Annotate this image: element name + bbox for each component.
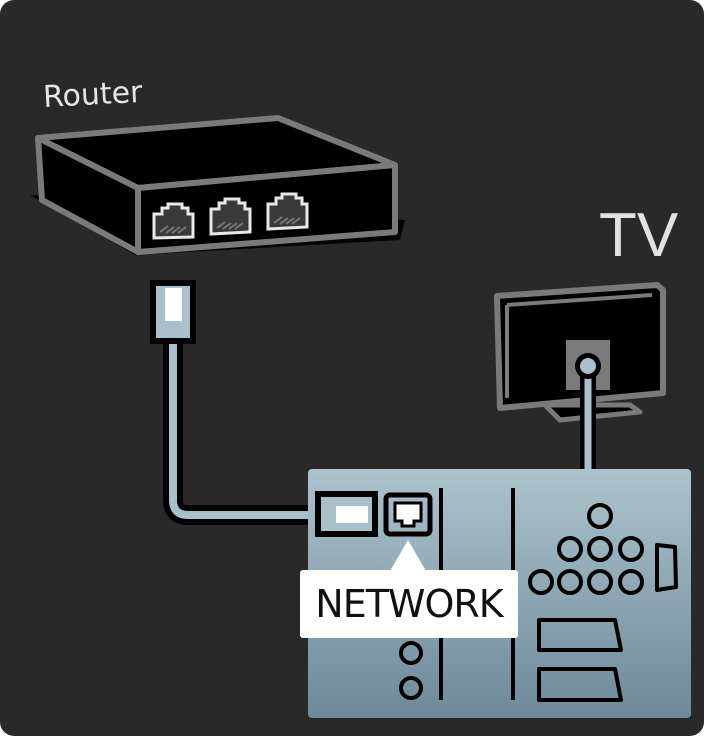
router-device <box>30 118 405 255</box>
tv-label: TV <box>599 205 678 267</box>
router-side-plug <box>153 283 193 341</box>
ethernet-cable <box>153 283 320 515</box>
network-label: NETWORK <box>315 582 502 626</box>
router-label: Router <box>42 75 143 115</box>
tv-device <box>497 285 663 470</box>
network-callout: NETWORK <box>300 570 518 638</box>
